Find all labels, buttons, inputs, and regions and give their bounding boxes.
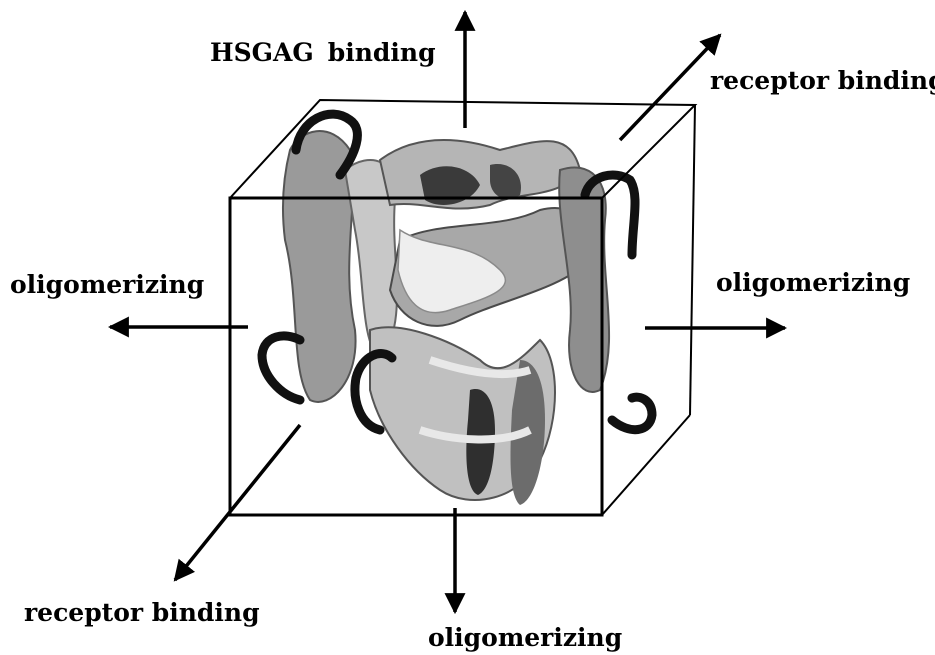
arrow-down-left-receptor — [175, 425, 300, 580]
oligomerizing-bottom-label: oligomerizing — [428, 625, 622, 650]
receptor-binding-top-right-label: receptor binding — [710, 68, 935, 93]
cube-back-right-edge — [690, 105, 695, 415]
hsgag-binding-label: HSGAG binding — [210, 40, 436, 65]
oligomerizing-right-label: oligomerizing — [716, 270, 910, 295]
hsgag-label-part1: HSGAG — [210, 38, 314, 67]
loop-left — [262, 336, 300, 400]
loop-right — [612, 397, 652, 430]
protein-structure — [262, 114, 652, 505]
receptor-binding-bottom-left-label: receptor binding — [24, 600, 260, 625]
oligomerizing-left-label: oligomerizing — [10, 272, 204, 297]
arrow-up-right-receptor — [620, 35, 720, 140]
hsgag-label-part2: binding — [328, 38, 436, 67]
